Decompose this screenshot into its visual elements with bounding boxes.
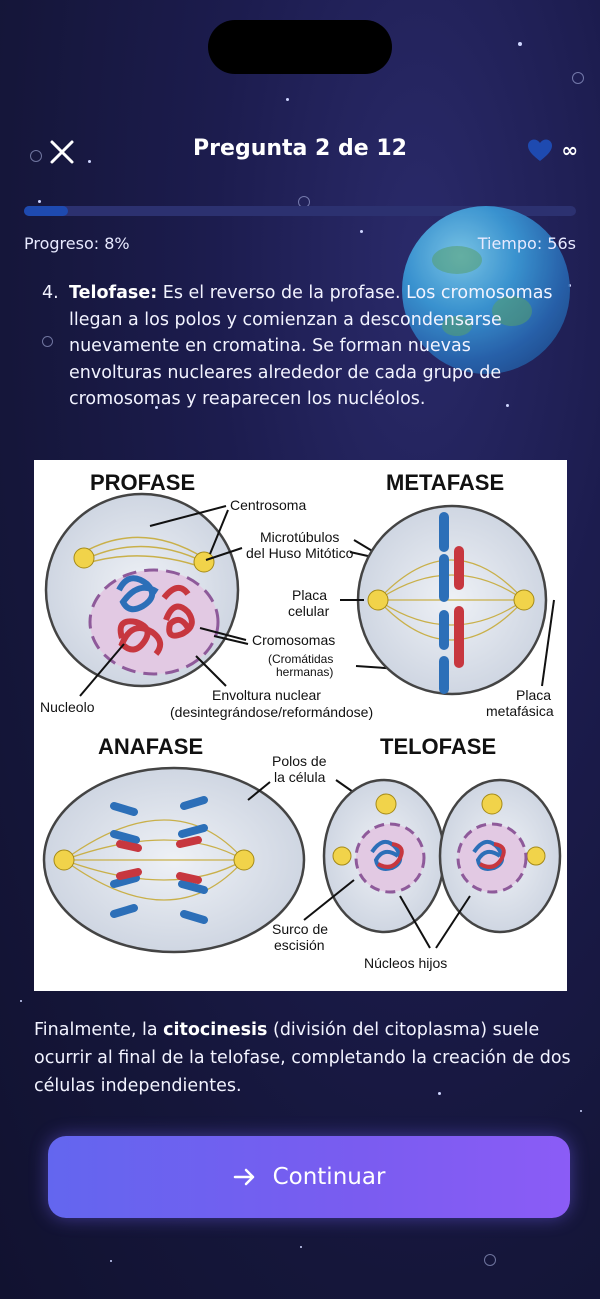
label-surco-2: escisión xyxy=(274,937,325,953)
label-placa-celular-2: celular xyxy=(288,603,330,619)
label-profase: PROFASE xyxy=(90,470,195,495)
item-number: 4. xyxy=(42,283,59,303)
label-anafase: ANAFASE xyxy=(98,734,203,759)
close-button[interactable] xyxy=(48,138,76,166)
arrow-right-icon xyxy=(233,1168,254,1186)
label-cromosomas: Cromosomas xyxy=(252,632,335,648)
header: Pregunta 2 de 12 ∞ xyxy=(0,132,600,172)
final-text-post: (división del citoplasma) suele ocurrir … xyxy=(34,1020,571,1096)
label-placa-metafasica-1: Placa xyxy=(516,687,551,703)
label-cromatidas-2: hermanas) xyxy=(276,665,333,679)
citocinesis-paragraph: Finalmente, la citocinesis (división del… xyxy=(34,1016,574,1100)
metafase-cell: METAFASE xyxy=(356,470,548,696)
label-centrosoma: Centrosoma xyxy=(230,497,306,513)
progress-fill xyxy=(24,206,69,216)
close-icon xyxy=(50,140,74,164)
device-notch xyxy=(208,20,392,74)
label-nucleos-hijos: Núcleos hijos xyxy=(364,955,447,971)
item-text: Es el reverso de la profase. Los cromoso… xyxy=(69,283,553,409)
label-cromatidas-1: (Cromátidas xyxy=(268,652,333,666)
label-metafase: METAFASE xyxy=(386,470,504,495)
page-title: Pregunta 2 de 12 xyxy=(193,136,407,161)
heart-icon xyxy=(528,139,553,161)
label-telofase: TELOFASE xyxy=(380,734,496,759)
anafase-cell: ANAFASE xyxy=(42,734,306,954)
continue-button[interactable]: Continuar xyxy=(48,1136,570,1218)
label-polos-1: Polos de xyxy=(272,753,327,769)
continue-label: Continuar xyxy=(272,1164,386,1190)
label-nucleolo: Nucleolo xyxy=(40,699,95,715)
telofase-item: 4. Telofase: Es el reverso de la profase… xyxy=(42,280,562,413)
label-envoltura-2: (desintegrándose/reformándose) xyxy=(170,704,373,720)
label-microtubulos-2: del Huso Mitótico xyxy=(246,545,354,561)
final-text-pre: Finalmente, la xyxy=(34,1020,164,1040)
timer-label: Tiempo: 56s xyxy=(477,234,576,253)
label-surco-1: Surco de xyxy=(272,921,328,937)
label-placa-metafasica-2: metafásica xyxy=(486,703,554,719)
lives-value: ∞ xyxy=(561,138,578,162)
final-term: citocinesis xyxy=(163,1020,268,1040)
item-term: Telofase: xyxy=(69,283,158,303)
label-envoltura-1: Envoltura nuclear xyxy=(212,687,321,703)
label-microtubulos-1: Microtúbulos xyxy=(260,529,339,545)
profase-cell xyxy=(44,492,240,688)
progress-label: Progreso: 8% xyxy=(24,234,130,253)
telofase-cells: TELOFASE xyxy=(322,734,562,934)
mitosis-figure: PROFASE Centrosoma Microtúbulos del Huso… xyxy=(34,460,567,991)
lives-counter: ∞ xyxy=(527,138,578,162)
planet-decoration xyxy=(402,206,570,374)
progress-bar xyxy=(24,206,576,216)
label-placa-celular-1: Placa xyxy=(292,587,327,603)
label-polos-2: la célula xyxy=(274,769,326,785)
